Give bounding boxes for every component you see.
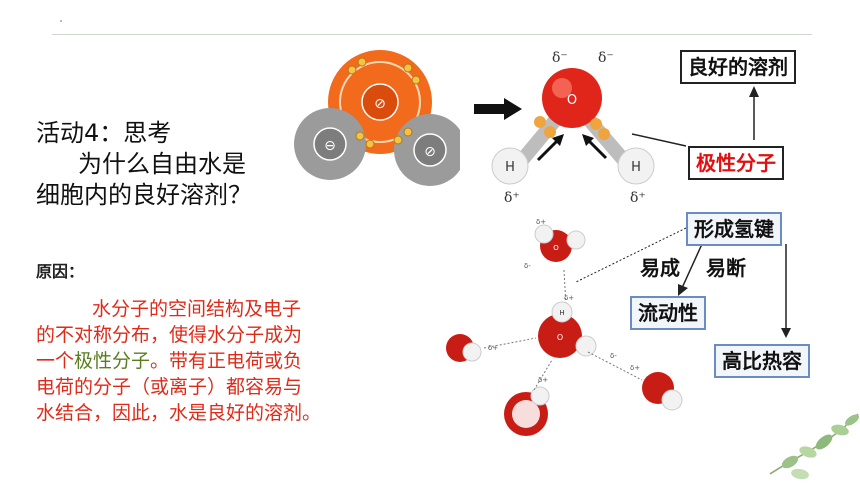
activity-line-2: 为什么自由水是 (78, 150, 246, 178)
hydrogen-bond-box: 形成氢键 (686, 212, 782, 246)
svg-text:O: O (553, 244, 559, 252)
specific-heat-box: 高比热容 (714, 344, 810, 378)
polar-water-molecule: O H H δ⁻ δ⁻ δ⁺ δ⁺ (491, 50, 655, 206)
activity-line-3: 细胞内的良好溶剂？ (36, 181, 252, 209)
fluidity-box: 流动性 (630, 296, 706, 330)
cluster-delta-label: δ+ (536, 218, 546, 226)
polar-molecule-box: 极性分子 (688, 146, 784, 180)
reason-title: 原因： (36, 262, 85, 281)
delta-minus-left: δ⁻ (552, 50, 568, 66)
oxygen-nucleus (361, 83, 399, 121)
svg-text:δ+: δ+ (488, 344, 498, 352)
reason-paragraph: 水分子的空间结构及电子 的不对称分布，使得水分子成为 一个极性分子。带有正电荷或… (36, 296, 376, 426)
oxygen-label: O (567, 93, 577, 108)
svg-text:O: O (557, 333, 563, 342)
reason-line-3: 一个极性分子。带有正电荷或负 (36, 348, 376, 374)
reason-line-2: 的不对称分布，使得水分子成为 (36, 324, 303, 346)
svg-text:δ+: δ+ (630, 364, 640, 372)
reason-line-3-pre: 一个 (36, 350, 75, 372)
activity-title: 活动4：思考 (36, 119, 172, 147)
reason-line-4: 电荷的分子（或离子）都容易与 (36, 376, 303, 398)
svg-text:δ-: δ- (524, 262, 531, 270)
atom-model-diagram: ⊘ ⊖ ⊘ (294, 50, 460, 186)
hydrogen-sphere-right (617, 147, 655, 185)
reason-line-1: 水分子的空间结构及电子 (92, 298, 302, 320)
reason-line-3-post: 。带有正电荷或负 (150, 350, 303, 372)
water-cluster-diagram: δ+ δ- δ+ δ+ δ- δ+ δ+ O O H (446, 218, 683, 436)
svg-text:⊖: ⊖ (324, 138, 336, 154)
polar-molecule-highlight: 极性分子 (74, 350, 151, 372)
delta-plus-right: δ⁺ (630, 190, 646, 206)
right-arrow-icon (474, 98, 522, 120)
svg-text:⊘: ⊘ (374, 96, 386, 112)
easy-form-label: 易成 (640, 256, 680, 280)
oxygen-orbit (339, 61, 421, 143)
easy-break-label: 易断 (706, 256, 746, 280)
header-divider (52, 34, 812, 35)
hydrogen-label-left: H (505, 160, 515, 175)
hydrogen-label-right: H (631, 160, 641, 175)
svg-text:⊘: ⊘ (424, 144, 436, 160)
hydrogen-sphere-left (491, 147, 529, 185)
svg-text:δ+: δ+ (564, 294, 574, 302)
reason-line-5: 水结合，因此，水是良好的溶剂。 (36, 402, 322, 424)
delta-minus-right: δ⁻ (598, 50, 614, 66)
decor-dot (60, 20, 62, 22)
activity-question: 活动4：思考 为什么自由水是 细胞内的良好溶剂？ (36, 118, 316, 211)
leaf-decoration-icon (769, 413, 859, 480)
svg-text:H: H (559, 309, 564, 317)
svg-text:δ+: δ+ (538, 376, 548, 384)
good-solvent-box: 良好的溶剂 (680, 50, 796, 84)
delta-plus-left: δ⁺ (504, 190, 520, 206)
svg-text:δ-: δ- (610, 352, 617, 360)
